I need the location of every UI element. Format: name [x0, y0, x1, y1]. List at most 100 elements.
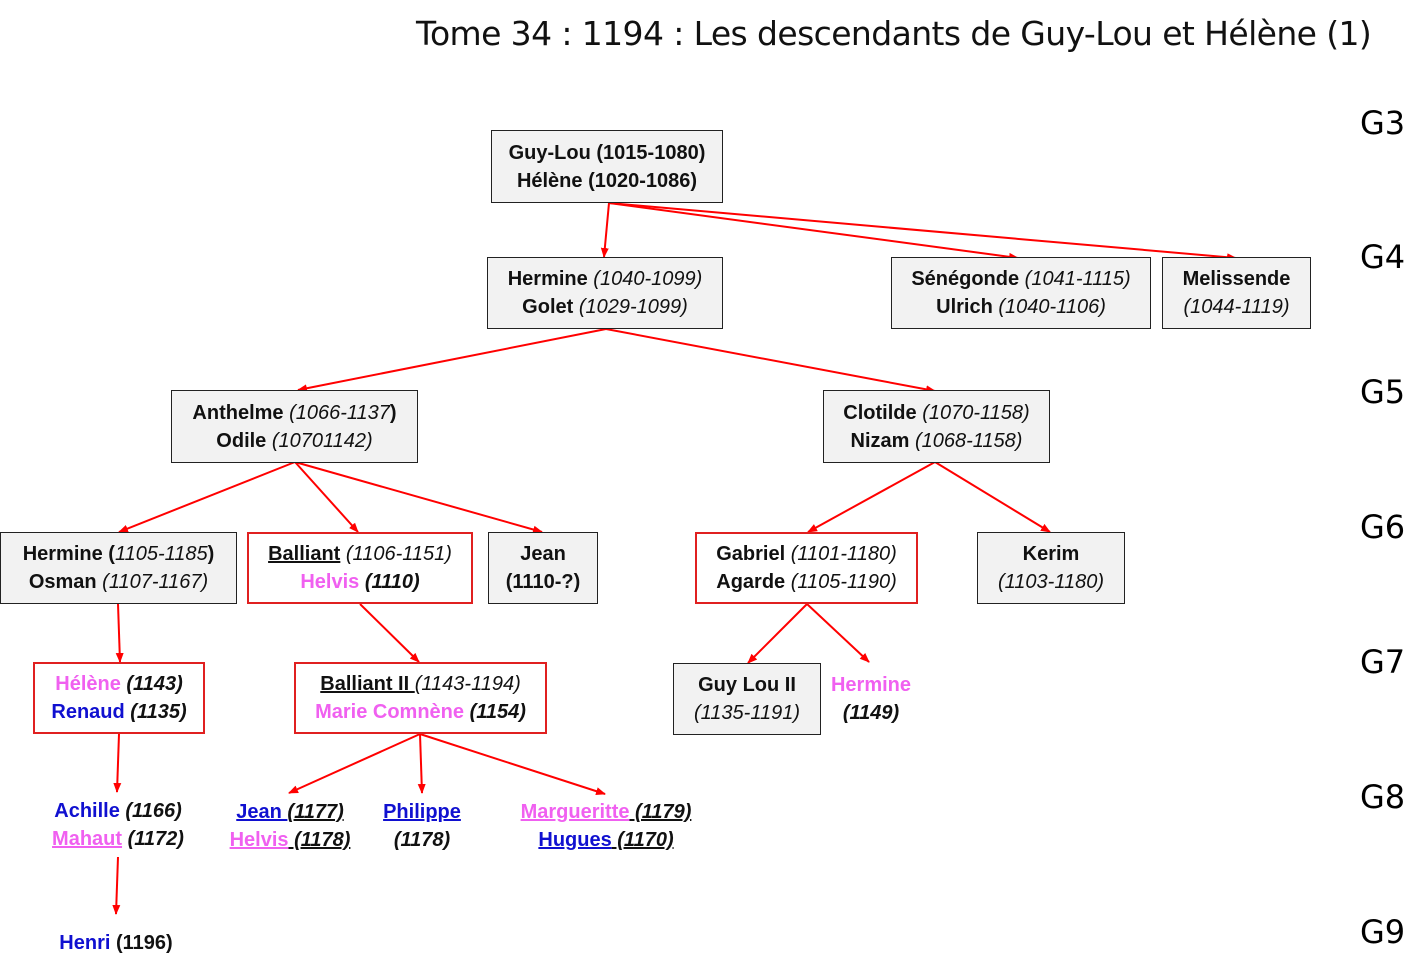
spouse-name: Agarde — [716, 571, 786, 593]
arrow-gabriel-hermine3 — [806, 603, 870, 663]
node-guylou2: Guy Lou II (1135-1191) — [673, 663, 821, 735]
person-name: Achille — [54, 800, 120, 822]
person-dates: (1135-1191) — [694, 702, 800, 724]
spouse-dates: (1040-1106) — [992, 296, 1106, 318]
spouse-dates: (1029-1099) — [573, 296, 688, 318]
arrow-anthelme-hermine2 — [118, 461, 296, 533]
person-name: Anthelme — [192, 401, 284, 424]
spouse-dates: (1020-1086) — [582, 169, 698, 192]
spouse-name: Marie Comnène — [315, 701, 465, 723]
person-name: Jean — [520, 543, 566, 565]
spouse-name: Golet — [522, 296, 574, 318]
generation-label-g5: G5 — [1360, 373, 1406, 411]
person-name: Balliant II — [320, 673, 415, 695]
spouse-name: Renaud — [51, 701, 125, 723]
person-name: Jean — [236, 801, 288, 823]
spouse-dates: (1170) — [611, 829, 674, 851]
spouse-name: Mahaut — [52, 828, 123, 850]
node-hermine-osman: Hermine (1105-1185) Osman (1107-1167) — [0, 532, 237, 604]
node-anthelme-odile: Anthelme (1066-1137) Odile (10701142) — [171, 390, 418, 463]
generation-label-g6: G6 — [1360, 508, 1406, 546]
spouse-dates: (1105-1190) — [785, 571, 897, 593]
node-hermine-golet: Hermine (1040-1099) Golet (1029-1099) — [487, 257, 723, 329]
spouse-dates: (10701142) — [266, 429, 373, 452]
person-dates: (1015-1080) — [590, 141, 706, 164]
person-dates: (1101-1180) — [785, 543, 897, 565]
node-melissende: Melissende (1044-1119) — [1162, 257, 1311, 329]
person-name: Hermine — [22, 543, 103, 565]
node-hermine3: Hermine (1149) — [815, 663, 927, 735]
person-dates: (1177) — [287, 801, 344, 823]
person-name: Melissende — [1182, 268, 1291, 290]
arrow-balliant2-margueritte — [419, 733, 606, 796]
arrow-balliant-balliant2 — [359, 603, 420, 663]
spouse-name: Hélène — [516, 169, 583, 192]
person-dates: (1166) — [119, 800, 182, 822]
person-name: Kerim — [1022, 543, 1080, 565]
person-dates: (1041-1115) — [1019, 268, 1131, 290]
spouse-dates: (1178) — [288, 829, 351, 851]
person-name: Henri — [59, 932, 111, 954]
spouse-dates: (1068-1158) — [909, 429, 1023, 452]
person-name: Hermine — [830, 674, 912, 696]
spouse-dates: (1107-1167) — [96, 571, 209, 593]
spouse-name: Hugues — [538, 829, 612, 851]
person-dates: (1106-1151) — [340, 543, 452, 565]
person-dates: (1143-1194) — [414, 673, 521, 695]
page-title: Tome 34 : 1194 : Les descendants de Guy-… — [416, 14, 1372, 53]
spouse-dates: (1110) — [359, 571, 420, 593]
node-jean: Jean (1110-?) — [488, 532, 598, 604]
closing-paren: ) — [389, 401, 397, 424]
person-name: Philippe — [383, 801, 461, 823]
person-dates: (1110-?) — [505, 571, 581, 593]
open-paren: ( — [102, 543, 115, 565]
arrow-guylou-hermine — [600, 202, 610, 258]
person-name: Sénégonde — [911, 268, 1020, 290]
spouse-name: Osman — [28, 571, 97, 593]
person-name: Gabriel — [716, 543, 786, 565]
spouse-name: Helvis — [300, 571, 360, 593]
arrow-helene-achille — [113, 733, 122, 793]
node-henri: Henri (1196) — [40, 928, 192, 958]
close-paren: ) — [207, 543, 215, 565]
node-gabriel-agarde: Gabriel (1101-1180) Agarde (1105-1190) — [695, 532, 918, 604]
arrow-clotilde-kerim — [934, 461, 1051, 533]
node-kerim: Kerim (1103-1180) — [977, 532, 1125, 604]
person-name: Margueritte — [520, 801, 630, 823]
arrow-anthelme-balliant — [294, 461, 359, 533]
spouse-name: Nizam — [850, 429, 910, 452]
person-dates: (1103-1180) — [998, 571, 1104, 593]
spouse-name: Helvis — [229, 829, 289, 851]
arrow-guylou-melissende — [608, 202, 1237, 262]
node-helene-renaud: Hélène (1143) Renaud (1135) — [33, 662, 205, 734]
spouse-dates: (1172) — [122, 828, 184, 850]
generation-label-g7: G7 — [1360, 643, 1406, 681]
person-dates: (1196) — [110, 932, 173, 954]
generation-label-g8: G8 — [1360, 778, 1406, 816]
node-balliant-helvis: Balliant (1106-1151) Helvis (1110) — [247, 532, 473, 604]
arrow-clotilde-gabriel — [807, 461, 936, 533]
node-philippe: Philippe (1178) — [368, 794, 476, 858]
generation-label-g4: G4 — [1360, 238, 1406, 276]
spouse-name: Ulrich — [936, 296, 993, 318]
person-name: Guy Lou II — [698, 674, 796, 696]
person-dates: (1149) — [842, 702, 900, 724]
person-name: Hermine — [507, 268, 588, 290]
person-dates: (1044-1119) — [1183, 296, 1290, 318]
person-dates: (1070-1158) — [916, 401, 1030, 424]
person-name: Clotilde — [843, 401, 917, 424]
node-guylou-helene: Guy-Lou (1015-1080) Hélène (1020-1086) — [491, 130, 723, 203]
person-dates: (1178) — [393, 829, 451, 851]
arrow-balliant2-jean — [288, 733, 421, 794]
node-balliant2-marie: Balliant II (1143-1194) Marie Comnène (1… — [294, 662, 547, 734]
arrow-achille-henri — [112, 856, 121, 915]
arrow-anthelme-jean — [294, 461, 543, 534]
person-name: Hélène — [55, 673, 121, 695]
spouse-dates: (1135) — [124, 701, 187, 723]
node-margueritte-hugues: Margueritte (1179) Hugues (1170) — [496, 794, 716, 858]
person-dates: (1143) — [120, 673, 183, 695]
spouse-dates: (1154) — [464, 701, 526, 723]
arrow-hermine2-helene — [115, 603, 124, 663]
spouse-name: Odile — [216, 429, 267, 452]
